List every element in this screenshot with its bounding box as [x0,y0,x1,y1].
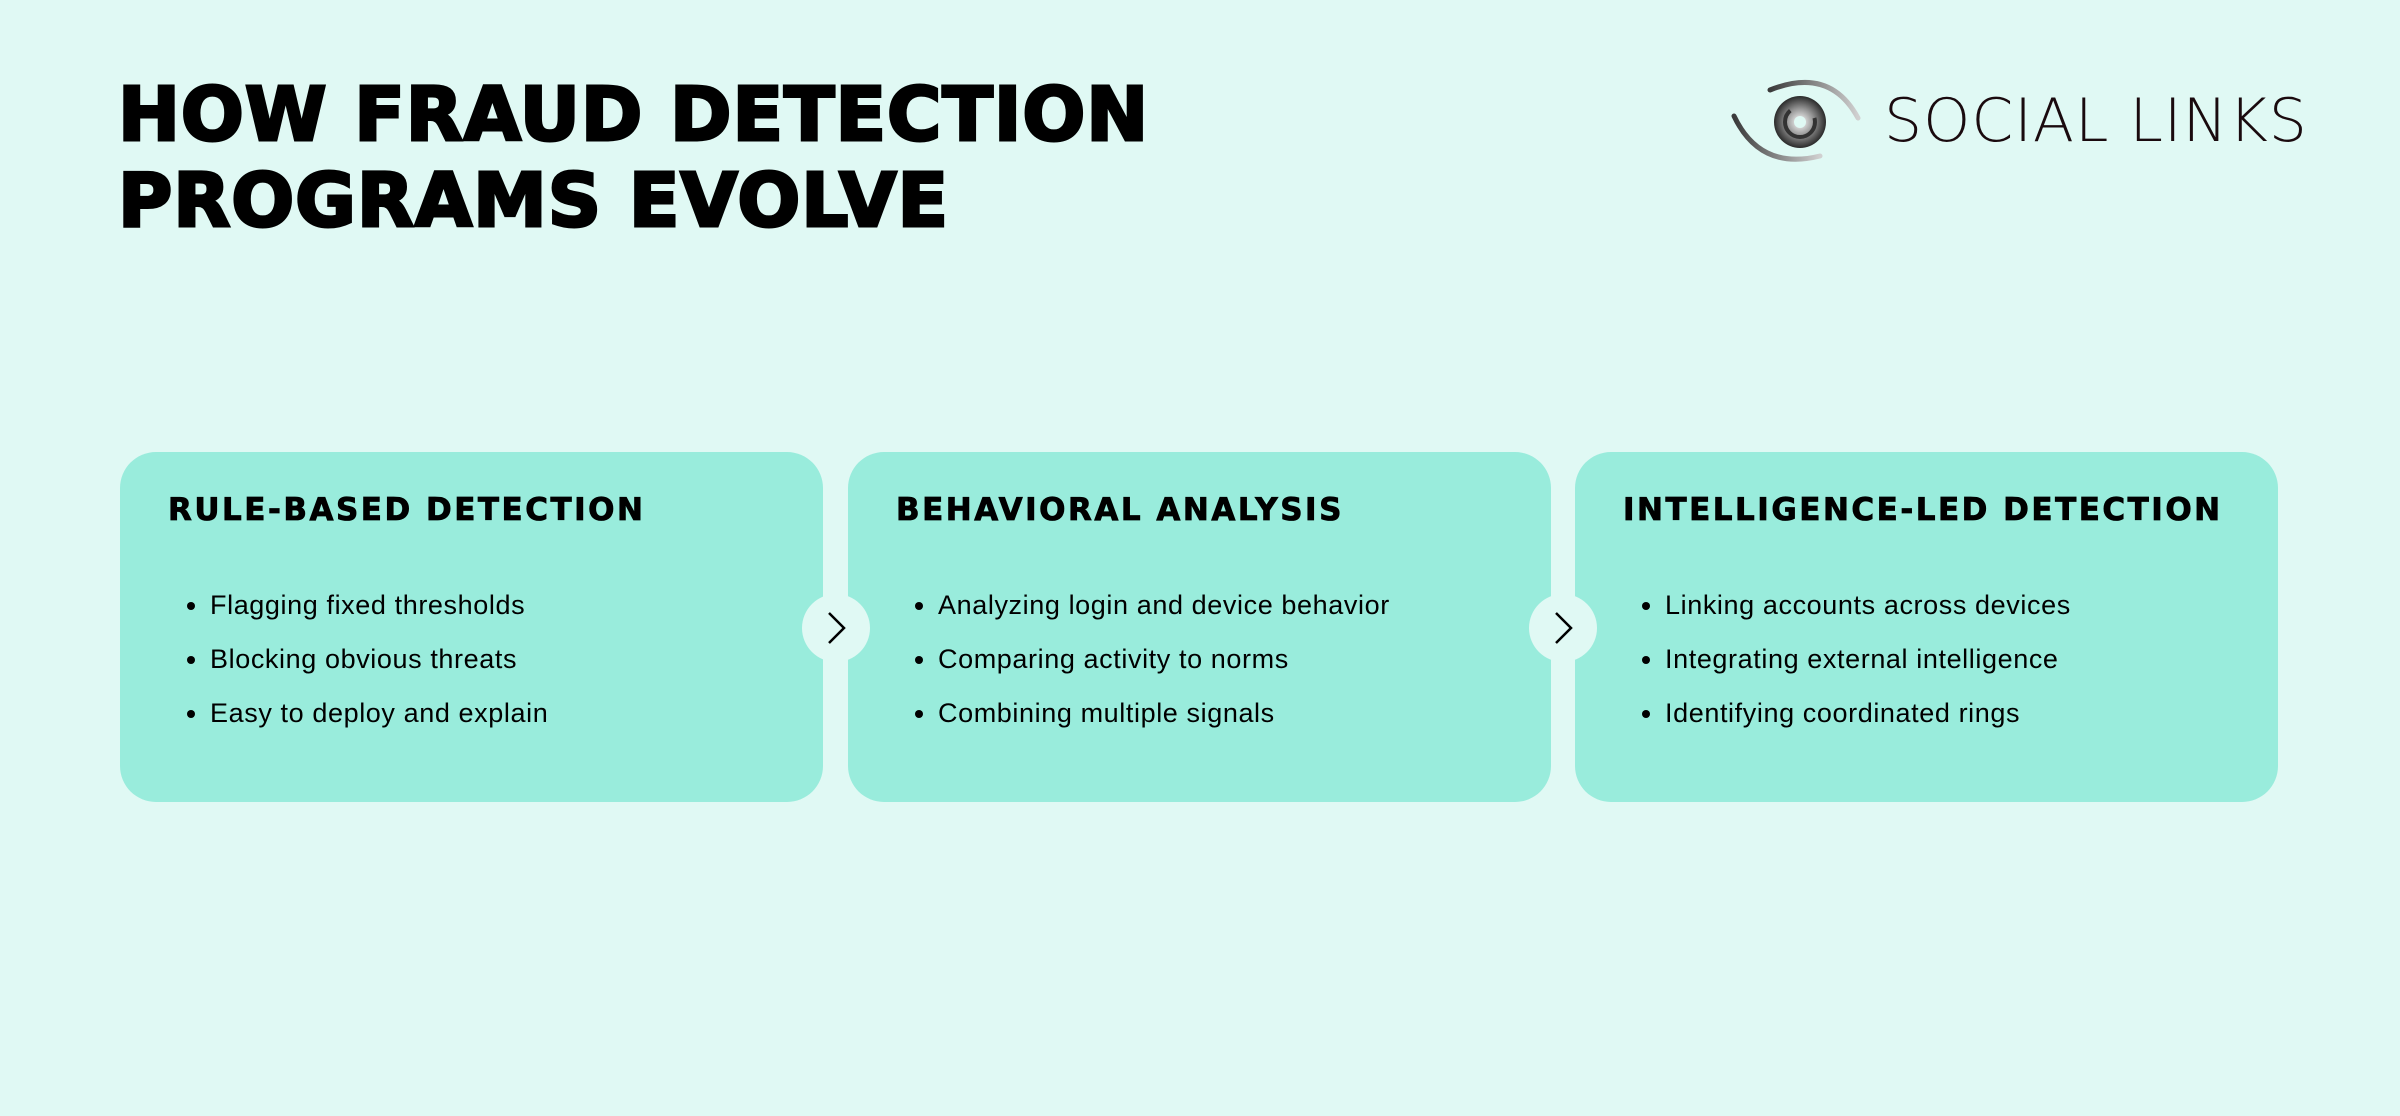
list-item: Comparing activity to norms [938,632,1503,686]
card-title: RULE-BASED DETECTION [168,492,646,529]
list-item: Linking accounts across devices [1665,578,2230,632]
list-item: Integrating external intelligence [1665,632,2230,686]
title-line-1: HOW FRAUD DETECTION [116,71,1150,160]
chevron-right-icon [802,594,870,662]
logo-text: SOCIAL LINKS [1884,86,2308,156]
card-intelligence-led: INTELLIGENCE-LED DETECTION Linking accou… [1575,452,2278,802]
card-rule-based: RULE-BASED DETECTION Flagging fixed thre… [120,452,823,802]
list-item: Blocking obvious threats [210,632,775,686]
list-item: Identifying coordinated rings [1665,686,2230,740]
list-item: Analyzing login and device behavior [938,578,1503,632]
card-title: INTELLIGENCE-LED DETECTION [1623,492,2223,529]
card-behavioral: BEHAVIORAL ANALYSIS Analyzing login and … [848,452,1551,802]
card-list: Analyzing login and device behavior Comp… [896,578,1503,740]
list-item: Easy to deploy and explain [210,686,775,740]
list-item: Flagging fixed thresholds [210,578,775,632]
eye-logo-icon [1731,80,1861,162]
title-line-2: PROGRAMS EVOLVE [116,157,950,246]
card-title: BEHAVIORAL ANALYSIS [896,492,1344,529]
list-item: Combining multiple signals [938,686,1503,740]
chevron-right-icon [1529,594,1597,662]
card-list: Flagging fixed thresholds Blocking obvio… [168,578,775,740]
social-links-logo: SOCIAL LINKS [1730,76,2308,166]
page-title: HOW FRAUD DETECTION PROGRAMS EVOLVE [116,71,1150,246]
card-list: Linking accounts across devices Integrat… [1623,578,2230,740]
